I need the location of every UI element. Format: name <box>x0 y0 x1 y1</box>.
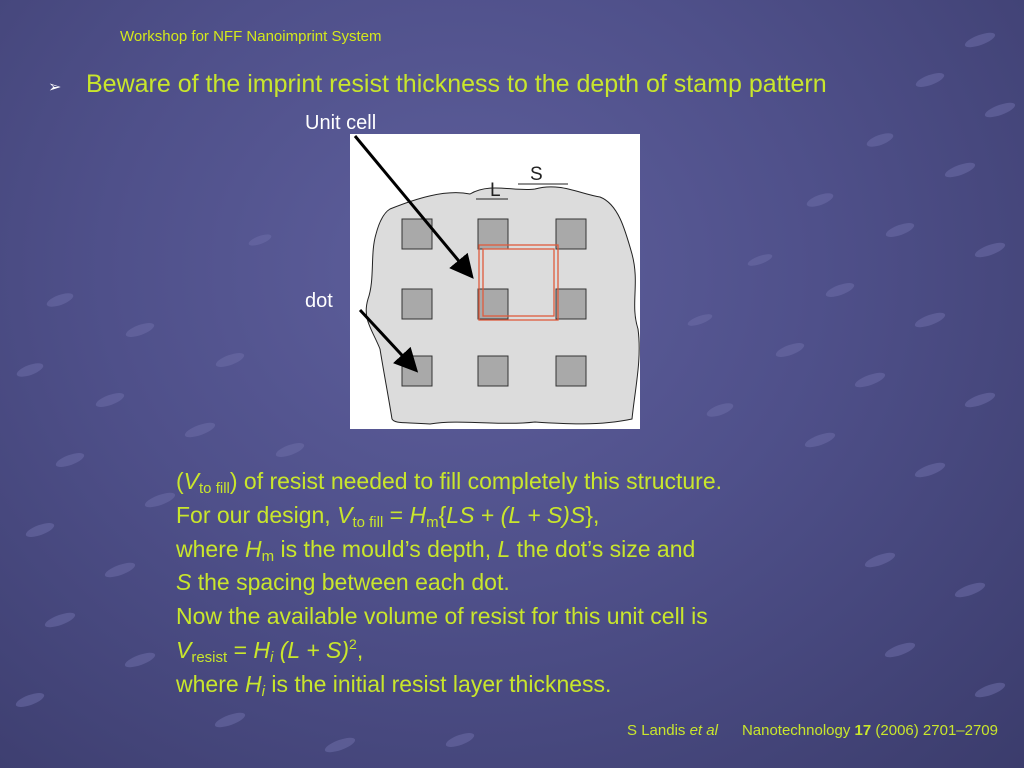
body-line-7: where Hi is the initial resist layer thi… <box>176 670 612 700</box>
unit-cell-outline <box>478 244 559 321</box>
bullet-point: ➢ Beware of the imprint resist thickness… <box>48 70 827 99</box>
unit-cell-diagram: L S <box>350 134 640 429</box>
arrow-bullet-icon: ➢ <box>48 79 62 96</box>
body-line-6: Vresist = Hi (L + S)2, <box>176 635 364 666</box>
dot-square <box>401 288 433 320</box>
S-label: S <box>530 164 543 185</box>
dot-label: dot <box>305 290 333 312</box>
bullet-text: Beware of the imprint resist thickness t… <box>86 70 827 98</box>
unit-cell-arrow <box>353 135 474 279</box>
dot-square <box>477 218 509 250</box>
unit-cell-label: Unit cell <box>305 112 377 134</box>
body-text: (Vto fill) of resist needed to fill comp… <box>176 465 896 702</box>
slide-header: Workshop for NFF Nanoimprint System <box>120 28 382 45</box>
body-line-2: For our design, Vto fill = Hm{LS + (L + … <box>176 501 600 531</box>
dot-square <box>555 288 587 320</box>
dot-square <box>477 355 509 387</box>
body-line-5: Now the available volume of resist for t… <box>176 603 708 630</box>
dot-square <box>555 355 587 387</box>
dot-arrow <box>358 308 419 373</box>
body-line-1: (Vto fill) of resist needed to fill comp… <box>176 468 723 497</box>
L-label: L <box>490 180 501 201</box>
dot-square <box>401 218 433 250</box>
body-line-3: where Hm is the mould’s depth, L the dot… <box>176 535 696 565</box>
dot-square <box>555 218 587 250</box>
body-line-4: S the spacing between each dot. <box>176 569 510 596</box>
